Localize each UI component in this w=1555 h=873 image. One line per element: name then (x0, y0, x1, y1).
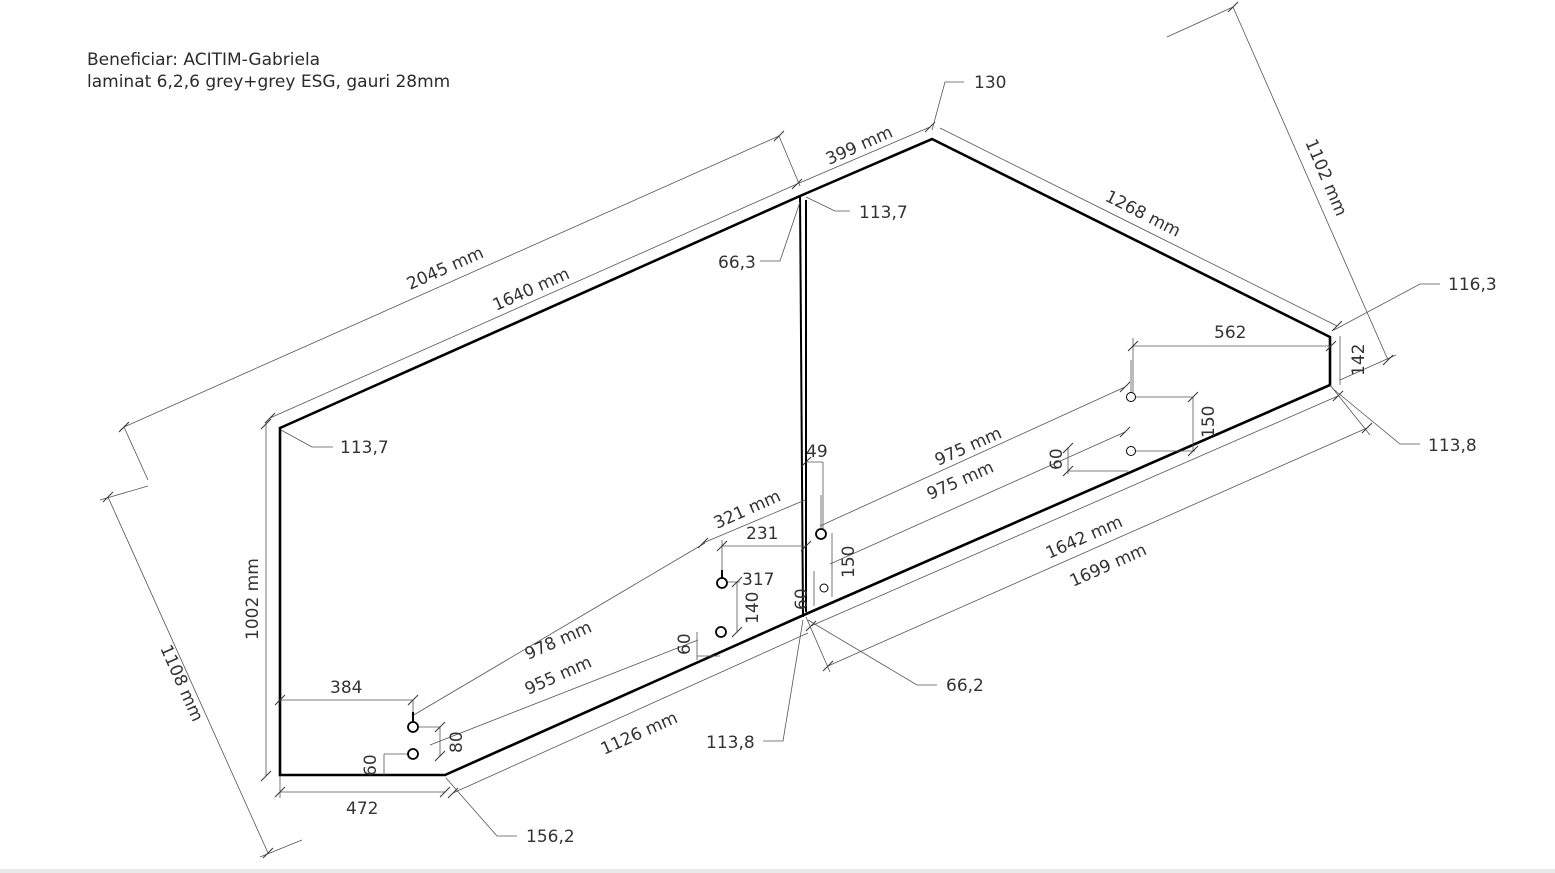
dim-60-seam: 60 (792, 588, 812, 610)
dim-2045: 2045 mm (404, 243, 487, 295)
angle-labels: 130 113,7 66,3 116,3 113,8 113,7 66,2 11… (340, 73, 1497, 847)
angle-113-8-right: 113,8 (1428, 436, 1477, 456)
dim-384: 384 (330, 678, 362, 698)
angle-156-2: 156,2 (526, 827, 575, 847)
dim-150-center: 150 (839, 546, 859, 578)
beneficiary-text: Beneficiar: ACITIM-Gabriela (87, 50, 321, 70)
dim-317: 317 (742, 570, 774, 590)
hole-center-left-upper (716, 577, 728, 589)
panel-seam (799, 195, 804, 618)
hole-top-right-lower (1126, 446, 1136, 456)
material-spec-text: laminat 6,2,6 grey+grey ESG, gauri 28mm (87, 72, 451, 92)
bottom-border (0, 869, 1555, 873)
dim-142: 142 (1349, 344, 1369, 376)
angle-113-7-top: 113,7 (859, 203, 908, 223)
angle-113-7-left: 113,7 (340, 438, 389, 458)
dim-1640: 1640 mm (490, 264, 573, 316)
dim-562: 562 (1214, 323, 1246, 343)
hole-top-right-upper (1126, 392, 1136, 402)
dim-80: 80 (447, 731, 467, 753)
dim-60-right: 60 (1047, 448, 1067, 470)
angle-66-2: 66,2 (946, 676, 984, 696)
hole-center-right-lower (819, 583, 829, 593)
dim-231: 231 (746, 524, 778, 544)
hole-left-lower (407, 748, 419, 760)
dim-60-left: 60 (361, 754, 381, 776)
dim-472: 472 (346, 799, 378, 819)
dim-1268: 1268 mm (1102, 187, 1184, 242)
angle-66-3: 66,3 (718, 253, 756, 273)
dim-49: 49 (806, 442, 828, 462)
hole-center-left-lower (715, 626, 727, 638)
hole-left-upper (407, 721, 419, 733)
holes (407, 360, 1136, 760)
hole-center-right-upper (815, 528, 827, 540)
angle-130: 130 (974, 73, 1006, 93)
drawing-header: Beneficiar: ACITIM-Gabriela laminat 6,2,… (87, 49, 450, 93)
dim-140: 140 (743, 592, 763, 624)
angle-116-3: 116,3 (1448, 275, 1497, 295)
dim-1002: 1002 mm (243, 558, 263, 640)
dim-150-right: 150 (1199, 406, 1219, 438)
dimension-labels: 2045 mm 1640 mm 399 mm 1268 mm 1102 mm 1… (155, 122, 1369, 819)
dim-1108: 1108 mm (155, 642, 207, 725)
dim-975-lower: 975 mm (924, 457, 997, 504)
angle-leaders (280, 81, 1440, 837)
dim-1126: 1126 mm (598, 708, 681, 760)
dim-60-center: 60 (675, 633, 695, 655)
dimension-lines (99, 1, 1397, 859)
angle-113-8-bottom: 113,8 (706, 733, 755, 753)
